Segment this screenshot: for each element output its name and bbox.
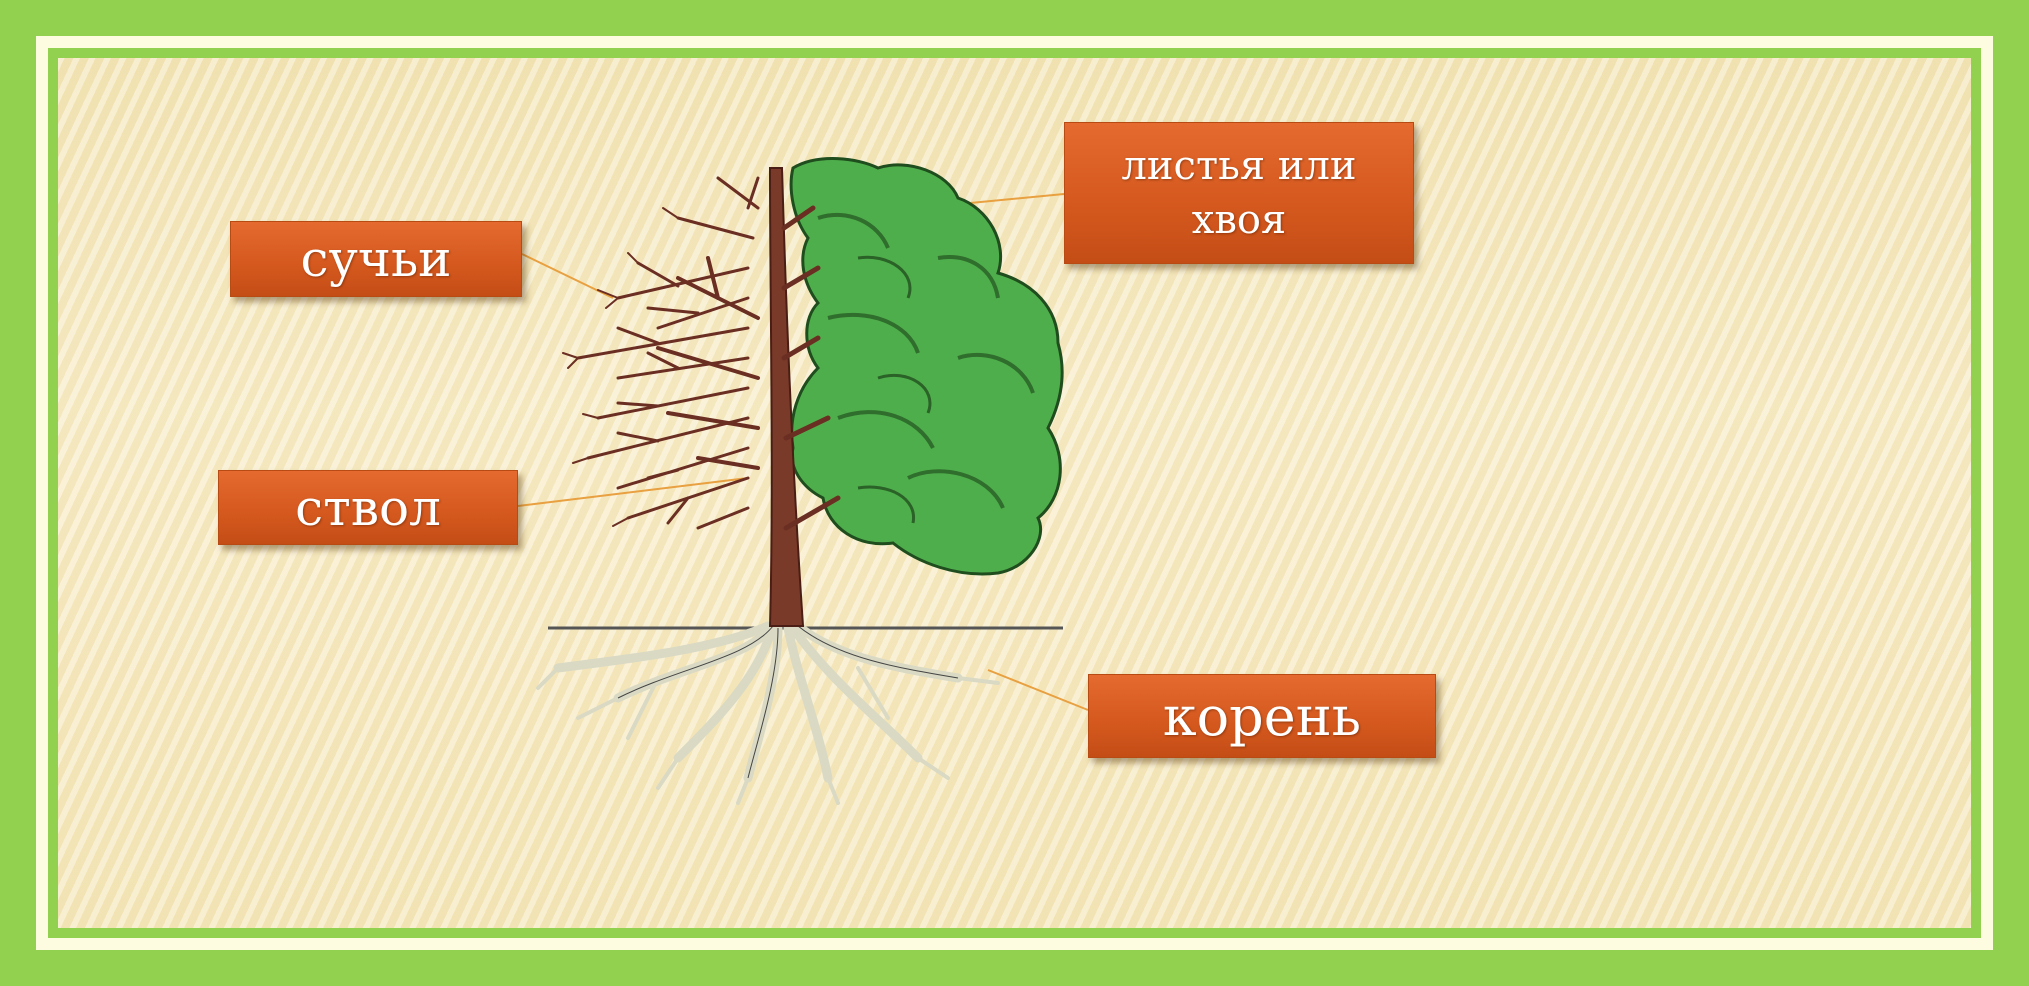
label-leaves: листья или хвоя	[1064, 122, 1414, 264]
outer-frame: сучьи ствол листья или хвоя корень	[36, 36, 1993, 950]
foliage	[791, 159, 1062, 574]
bare-branches	[563, 178, 758, 528]
inner-frame: сучьи ствол листья или хвоя корень	[48, 48, 1981, 938]
roots	[538, 626, 998, 803]
slide-canvas: сучьи ствол листья или хвоя корень	[58, 58, 1971, 928]
label-root: корень	[1088, 674, 1436, 758]
leader-line-root	[988, 670, 1088, 710]
label-trunk: ствол	[218, 470, 518, 545]
label-branches: сучьи	[230, 221, 522, 297]
